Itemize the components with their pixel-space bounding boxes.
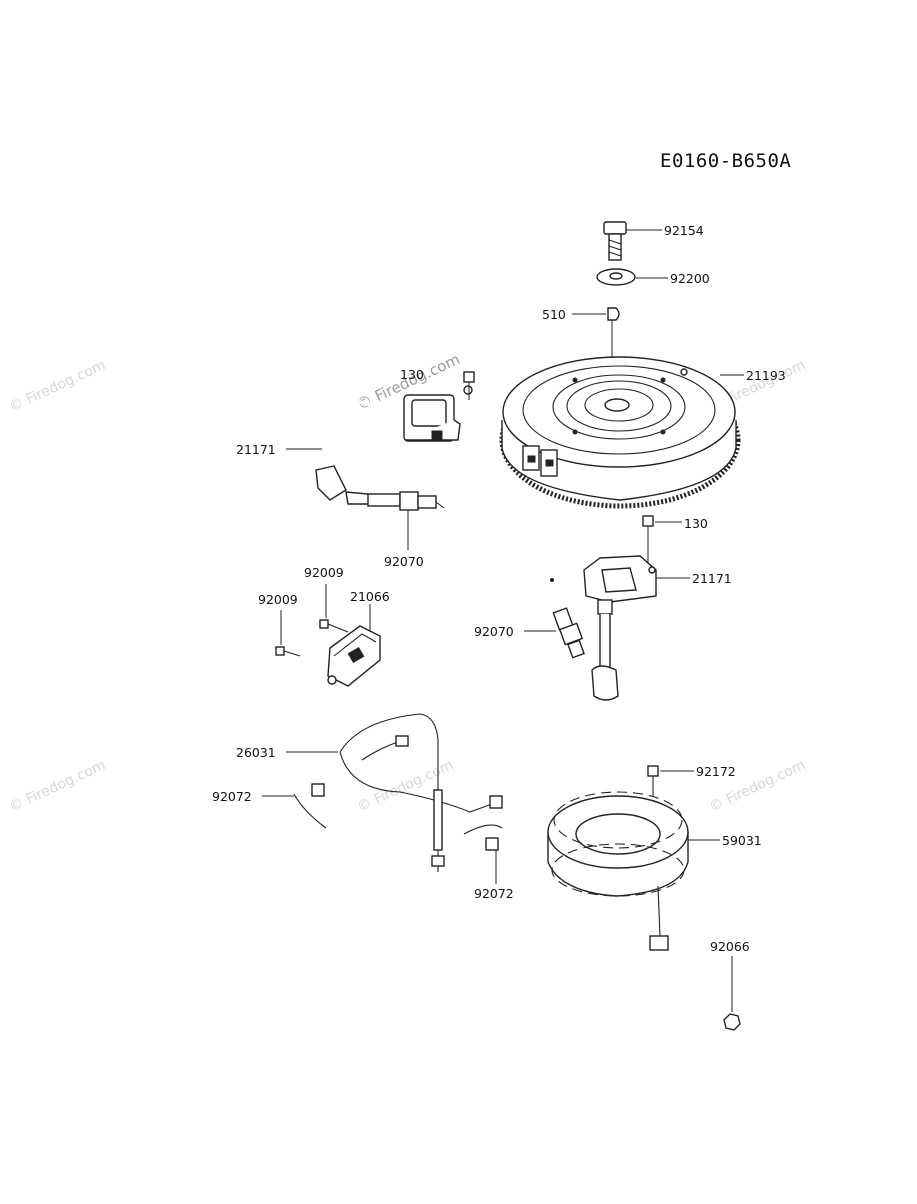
callout-92066: 92066 bbox=[710, 939, 750, 954]
ignition-coil-left-part bbox=[286, 371, 475, 505]
bolt-92172-part bbox=[647, 765, 694, 796]
callout-21193: 21193 bbox=[746, 368, 786, 383]
clamp-92072-left-part bbox=[262, 783, 327, 829]
screw-92009-upper bbox=[319, 584, 349, 633]
watermark-left-bottom: © Firedog.com bbox=[7, 757, 108, 816]
callout-26031: 26031 bbox=[236, 745, 276, 760]
callout-92070-left: 92070 bbox=[384, 554, 424, 569]
flywheel-21193-part bbox=[499, 356, 744, 509]
callout-92172: 92172 bbox=[696, 764, 736, 779]
callout-130-right: 130 bbox=[684, 516, 708, 531]
callout-21066: 21066 bbox=[350, 589, 390, 604]
callout-labels: 92154 92200 510 21193 130 21171 92070 92… bbox=[212, 223, 786, 954]
regulator-21066-part bbox=[327, 604, 381, 687]
clamp-92072-bottom-part bbox=[463, 824, 503, 884]
callout-92072-bottom: 92072 bbox=[474, 886, 514, 901]
callout-92072-left: 92072 bbox=[212, 789, 252, 804]
callout-21171-left: 21171 bbox=[236, 442, 276, 457]
spark-plug-left-part bbox=[367, 491, 445, 550]
spark-plug-right-part bbox=[524, 607, 585, 659]
washer-92200-part bbox=[596, 268, 668, 286]
stator-59031-part bbox=[547, 791, 720, 897]
bolt-92154-part bbox=[603, 221, 662, 261]
wire-harness-26031-part bbox=[286, 713, 503, 872]
callout-21171-right: 21171 bbox=[692, 571, 732, 586]
diagram-code: E0160-B650A bbox=[660, 150, 792, 172]
callout-92200: 92200 bbox=[670, 271, 710, 286]
callout-92070-right: 92070 bbox=[474, 624, 514, 639]
callout-92154: 92154 bbox=[664, 223, 704, 238]
nut-92066-part bbox=[723, 956, 741, 1031]
ignition-coil-right-part bbox=[550, 515, 690, 701]
watermark-left: © Firedog.com bbox=[7, 357, 108, 416]
callout-92009-upper: 92009 bbox=[304, 565, 344, 580]
screw-92009-lower bbox=[275, 610, 301, 657]
stator-connector-part bbox=[649, 885, 669, 951]
callout-92009-lower: 92009 bbox=[258, 592, 298, 607]
callout-510: 510 bbox=[542, 307, 566, 322]
callout-130-left: 130 bbox=[400, 367, 424, 382]
callout-59031: 59031 bbox=[722, 833, 762, 848]
